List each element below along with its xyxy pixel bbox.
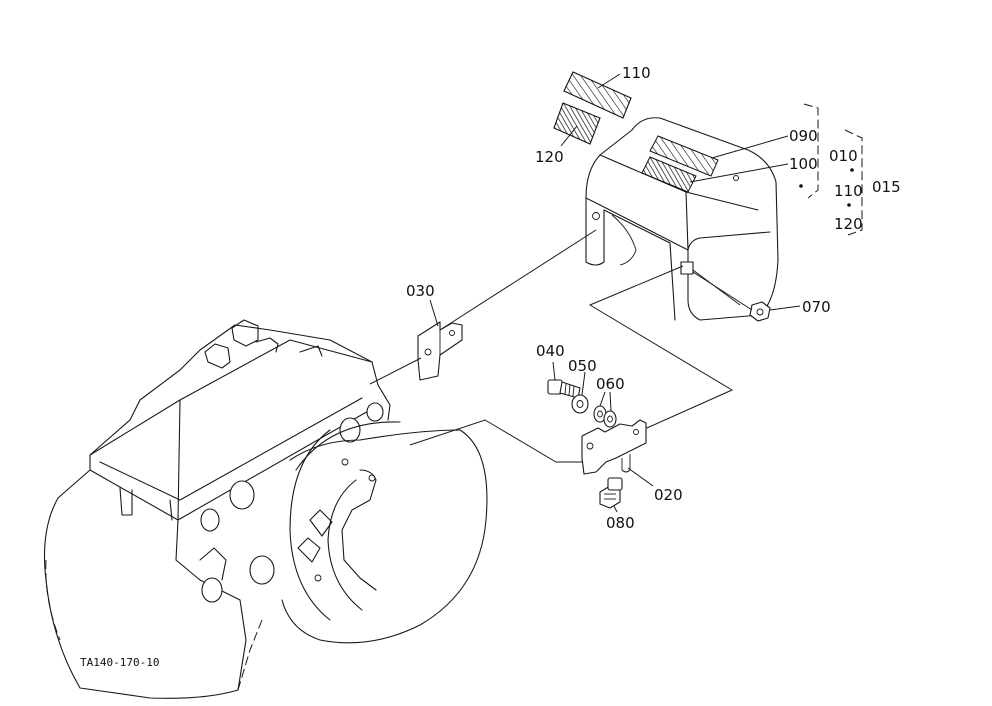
leader-070: [769, 305, 801, 311]
figure-code: TA140-170-10: [80, 656, 159, 669]
leader-110-top: [597, 73, 621, 89]
callout-120-top: 120: [535, 148, 564, 166]
cover-part-010: [585, 117, 779, 321]
leader-090: [711, 135, 789, 159]
callout-010: 010: [829, 147, 858, 165]
fitting-part-080: [599, 477, 623, 509]
callout-090: 090: [789, 127, 818, 145]
leader-080: [613, 505, 618, 513]
callout-030: 030: [406, 282, 435, 300]
dot-120: [847, 203, 851, 207]
callout-050: 050: [568, 357, 597, 375]
bracket-015: [844, 129, 863, 236]
phantom-030-cover: [439, 229, 597, 331]
phantom-030-engine: [369, 357, 422, 385]
callout-020: 020: [654, 486, 683, 504]
leader-120-top: [560, 125, 578, 147]
callout-100: 100: [789, 155, 818, 173]
dot-110: [850, 168, 854, 172]
leader-100: [689, 163, 789, 183]
washer-part-060: [593, 405, 617, 428]
leader-060-a: [599, 391, 606, 407]
callout-070: 070: [802, 298, 831, 316]
callout-080: 080: [606, 514, 635, 532]
callout-015: 015: [872, 178, 901, 196]
bracket-part-020: [581, 419, 647, 475]
engine-block: [44, 319, 488, 699]
leader-040: [552, 361, 556, 381]
leader-slot-to-nut: [692, 271, 753, 311]
bolt-part-040: [547, 379, 581, 399]
nut-part-070: [749, 301, 771, 322]
bracket-010: [803, 103, 819, 199]
decal-110: [563, 71, 632, 119]
callout-110-mid: 110: [834, 182, 863, 200]
bracket-part-030: [417, 321, 463, 381]
phantom-cover-020: [588, 265, 734, 441]
leader-060-b: [609, 391, 612, 412]
callout-120-bot: 120: [834, 215, 863, 233]
dot-010: [799, 184, 803, 188]
callout-110-top: 110: [622, 64, 651, 82]
leader-030: [429, 299, 439, 327]
decal-120: [553, 102, 601, 145]
washer-part-050: [571, 394, 589, 414]
leader-020: [627, 467, 654, 487]
phantom-020-engine: [409, 419, 582, 463]
callout-040: 040: [536, 342, 565, 360]
leader-050: [581, 371, 586, 396]
callout-060: 060: [596, 375, 625, 393]
